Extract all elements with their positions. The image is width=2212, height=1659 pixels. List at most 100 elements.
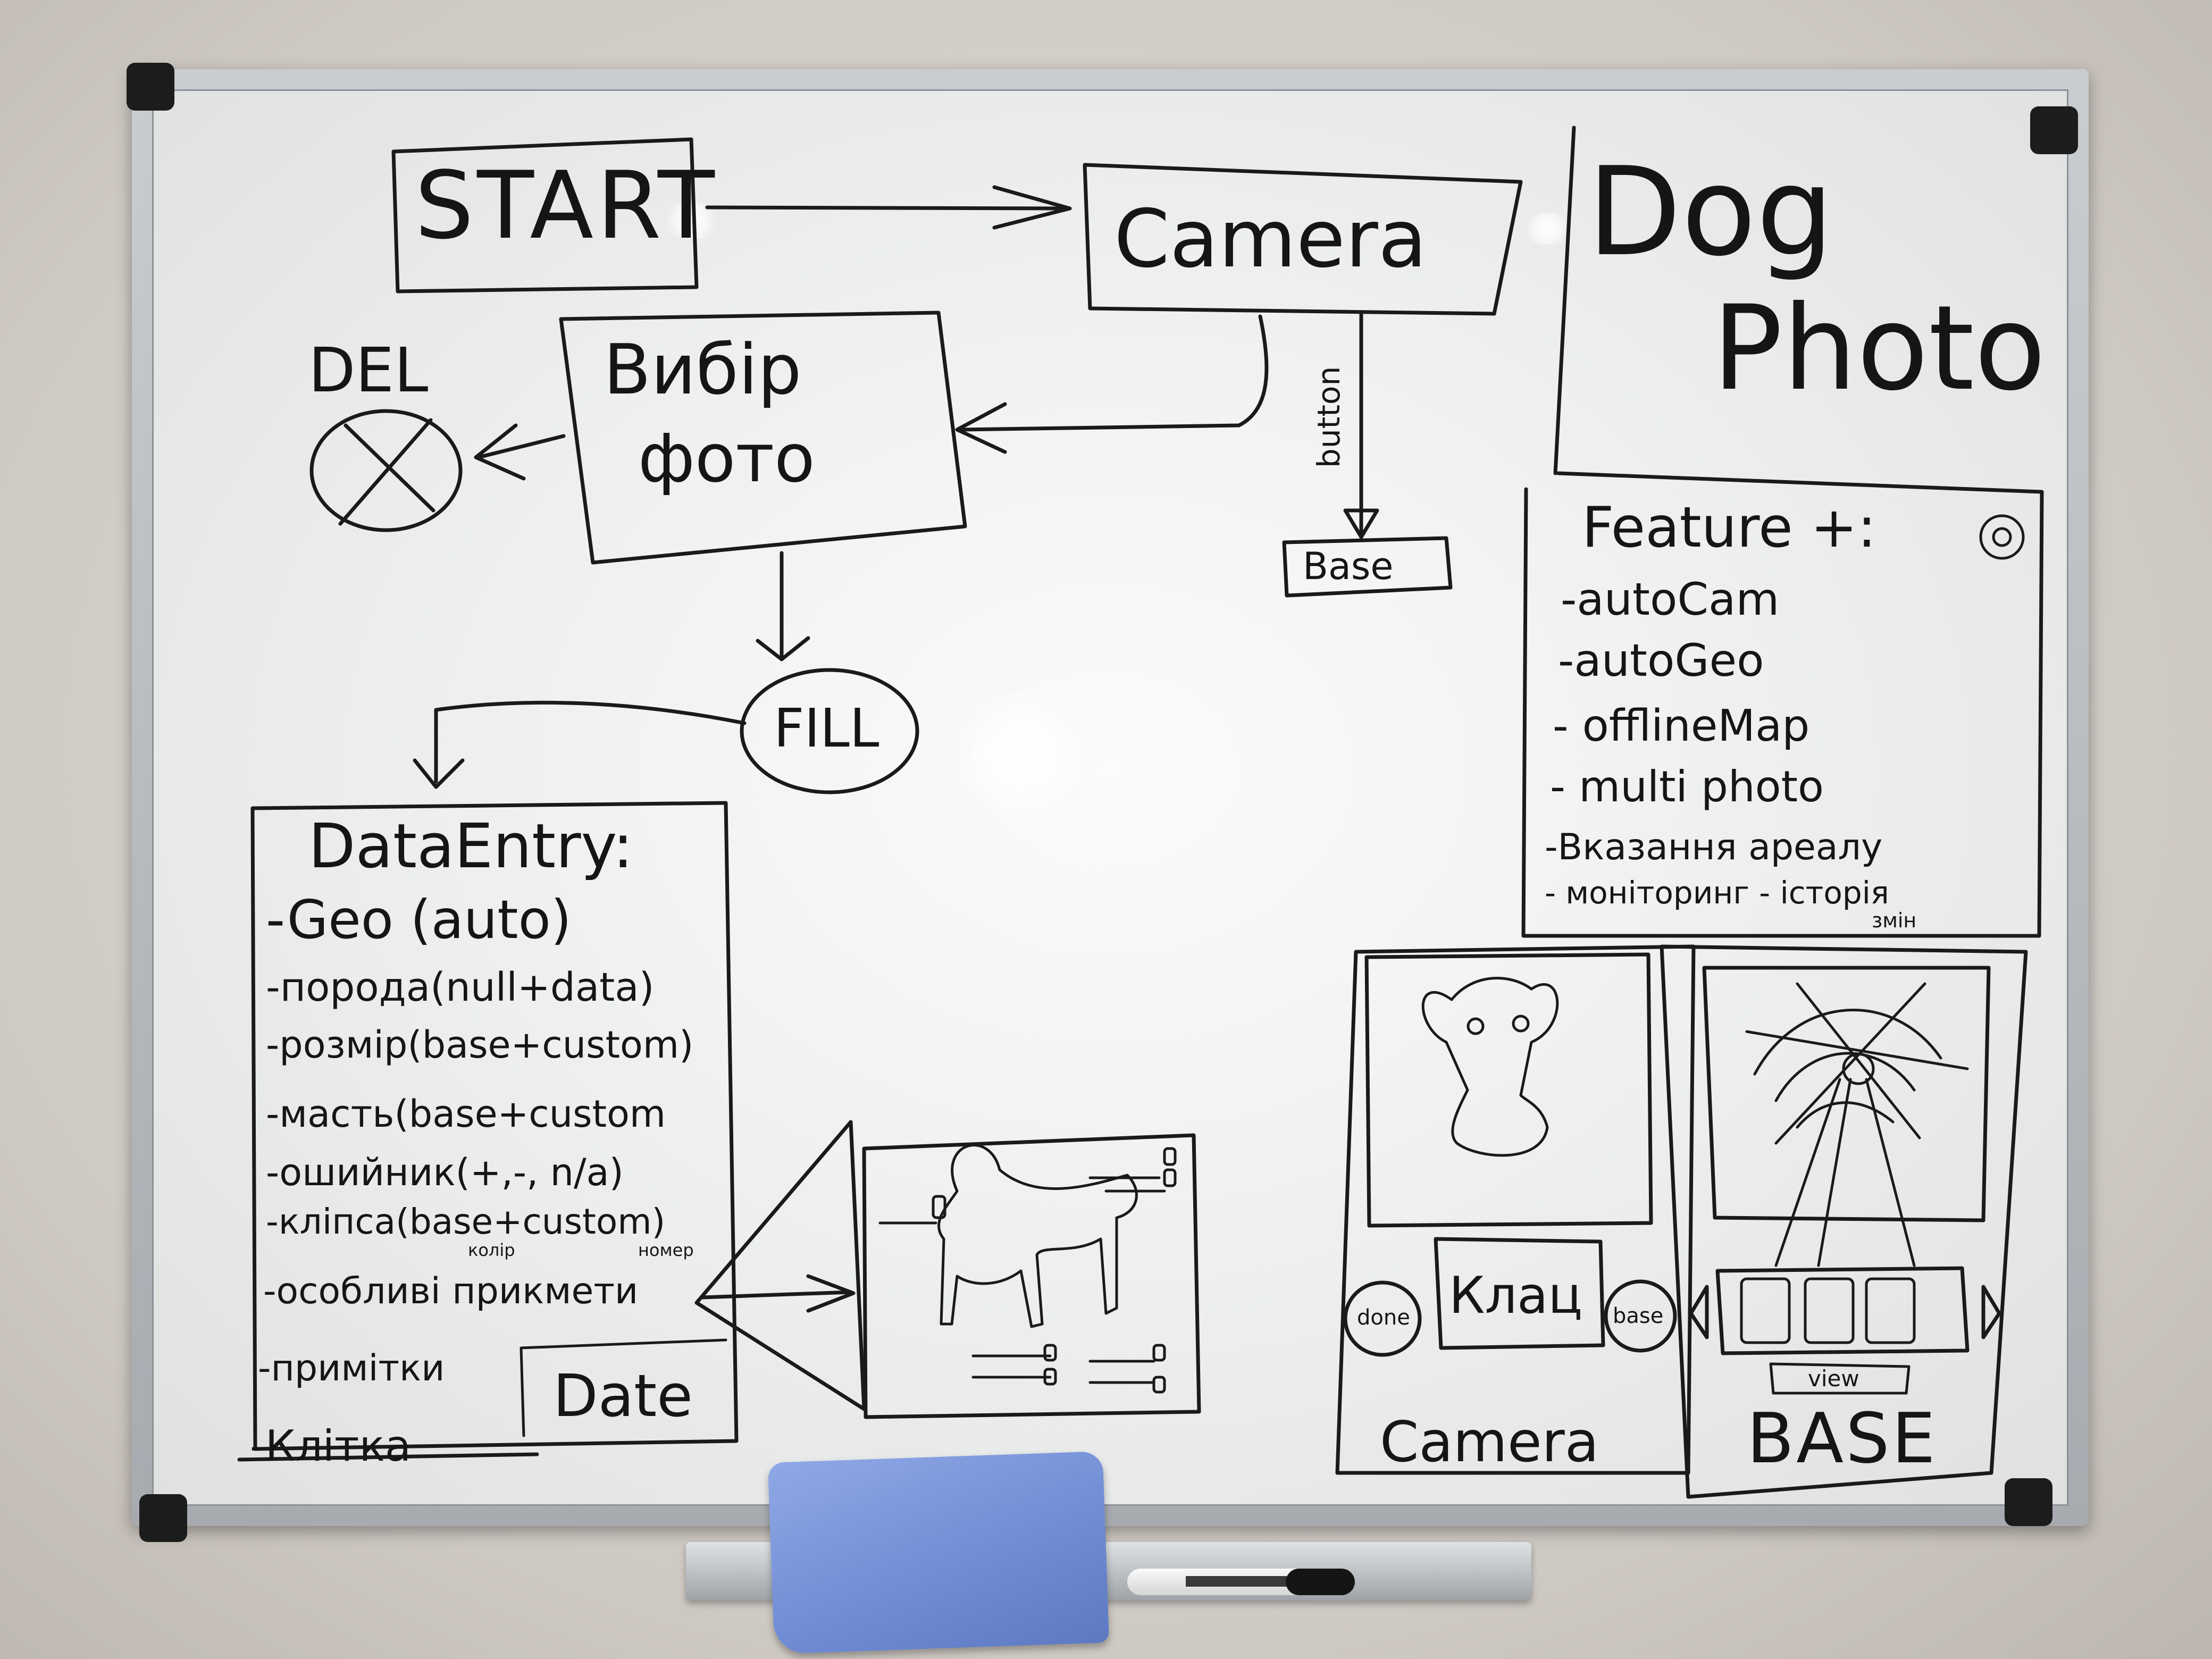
camera-box — [1083, 163, 1523, 316]
title-line-2: Photo — [1712, 280, 2046, 416]
data-entry-item: -порода(null+data) — [266, 965, 655, 1010]
dog-outline — [937, 1144, 1138, 1328]
shutter-button-box — [1434, 1237, 1605, 1350]
dog-doodle — [1421, 977, 1559, 1157]
data-entry-item: -примітки — [258, 1347, 445, 1389]
done-button-circle — [1343, 1280, 1422, 1357]
arrow-start-camera — [705, 205, 1071, 211]
title-line-1: Dog — [1587, 141, 1834, 283]
sketch-marker — [1043, 1368, 1057, 1386]
data-entry-heading: DataEntry: — [308, 811, 633, 882]
arrow-head — [806, 1274, 856, 1313]
camera-label: Camera — [1114, 193, 1427, 286]
map-pin — [1842, 1052, 1875, 1085]
camera-screen-caption: Camera — [1380, 1410, 1599, 1474]
data-entry-item: -розмір(base+custom) — [266, 1023, 694, 1067]
strike-line — [237, 1452, 539, 1462]
sketch-line — [1088, 1176, 1166, 1193]
camera-viewfinder — [1364, 952, 1653, 1228]
start-box — [391, 137, 699, 294]
date-label: Date — [553, 1362, 693, 1430]
delete-x — [338, 418, 435, 526]
sketch-marker — [1152, 1344, 1166, 1362]
frame-corner — [2005, 1478, 2052, 1526]
base-button: base — [1613, 1304, 1664, 1328]
base-small-box — [1282, 536, 1453, 598]
base-screen-caption: BASE — [1747, 1398, 1938, 1479]
base-button-circle — [1604, 1279, 1677, 1353]
right-arrow-icon — [1981, 1285, 2001, 1339]
start-label: START — [415, 152, 718, 260]
sketch-marker — [1163, 1147, 1177, 1166]
frame-corner — [2030, 106, 2078, 154]
feature-item: - моніторинг - історія — [1545, 875, 1889, 911]
thumbnail — [1865, 1277, 1916, 1344]
left-arrow-icon — [1689, 1285, 1709, 1339]
arrow-head — [413, 758, 465, 789]
data-entry-item: -ошийник(+,-, n/a) — [266, 1151, 624, 1194]
data-entry-item: -кліпса(base+custom) — [266, 1201, 666, 1242]
arrow-to-sketch — [700, 1290, 853, 1300]
thumbnail-strip — [1715, 1266, 1970, 1355]
marker-label-band — [1186, 1576, 1287, 1587]
arrow-head — [474, 423, 526, 481]
gear-outline — [1979, 514, 2025, 560]
feature-item: -autoCam — [1561, 573, 1780, 625]
map-to-thumbs — [1774, 1078, 1916, 1267]
features-heading: Feature +: — [1582, 495, 1876, 560]
dog-sketch-frame — [862, 1133, 1201, 1419]
clip-note-number: номер — [638, 1240, 694, 1260]
frame-corner — [139, 1494, 187, 1542]
delete-circle — [309, 409, 463, 532]
arrow-fill-dataentry — [434, 700, 747, 784]
sketch-lines — [971, 1354, 1155, 1384]
arrow-head — [992, 185, 1072, 230]
data-entry-crossed-item: -Клітка — [250, 1421, 411, 1471]
date-box-lines — [520, 1338, 727, 1437]
eraser-cloth — [767, 1451, 1110, 1654]
sketch-marker — [1152, 1376, 1166, 1394]
done-button: done — [1357, 1305, 1410, 1330]
data-entry-item: -Geo (auto) — [266, 889, 572, 951]
dog-doodle-eye — [1467, 1017, 1485, 1035]
arrow-head — [955, 402, 1007, 454]
arrow-head — [756, 636, 810, 661]
base-small-label: Base — [1303, 544, 1394, 588]
features-box — [1521, 471, 2044, 938]
view-button: view — [1808, 1365, 1859, 1392]
light-glare — [1521, 213, 1574, 245]
data-entry-item: -особливі прикмети — [263, 1270, 639, 1312]
data-entry-item: -масть(base+custom — [266, 1092, 666, 1136]
shutter-button: Клац — [1449, 1267, 1583, 1325]
feature-item-note: змін — [1872, 909, 1917, 932]
arrow-select-del — [476, 434, 566, 459]
base-phone-frame — [1660, 944, 2028, 1499]
arrow-camera-select — [960, 314, 1269, 432]
gear-hub — [1992, 527, 2012, 547]
frame-corner — [127, 63, 174, 111]
marker-cap — [1286, 1569, 1355, 1595]
marker-pen — [1127, 1569, 1355, 1595]
del-label: DEL — [308, 335, 429, 406]
fill-label: FILL — [774, 697, 879, 759]
title-divider — [1553, 125, 1576, 475]
feature-item: -Вказання ареалу — [1545, 826, 1883, 868]
data-entry-box — [250, 801, 739, 1451]
sketch-marker — [932, 1195, 946, 1219]
feature-item: - multi photo — [1550, 762, 1824, 811]
thumbnail — [1804, 1277, 1855, 1344]
feature-item: -autoGeo — [1558, 634, 1764, 686]
camera-phone-frame — [1335, 944, 1696, 1475]
select-photo-box — [559, 311, 967, 565]
light-glare — [946, 691, 1095, 819]
button-label: button — [1311, 366, 1347, 468]
fill-ellipse — [740, 668, 919, 794]
dog-doodle-eye — [1512, 1015, 1530, 1033]
zoom-funnel — [694, 1120, 866, 1411]
select-photo-label-2: фото — [638, 420, 815, 497]
clip-note-color: колір — [468, 1240, 515, 1260]
sketch-marker — [1163, 1168, 1177, 1187]
select-photo-label-1: Вибір — [604, 329, 802, 410]
map-lines — [1745, 982, 1969, 1145]
